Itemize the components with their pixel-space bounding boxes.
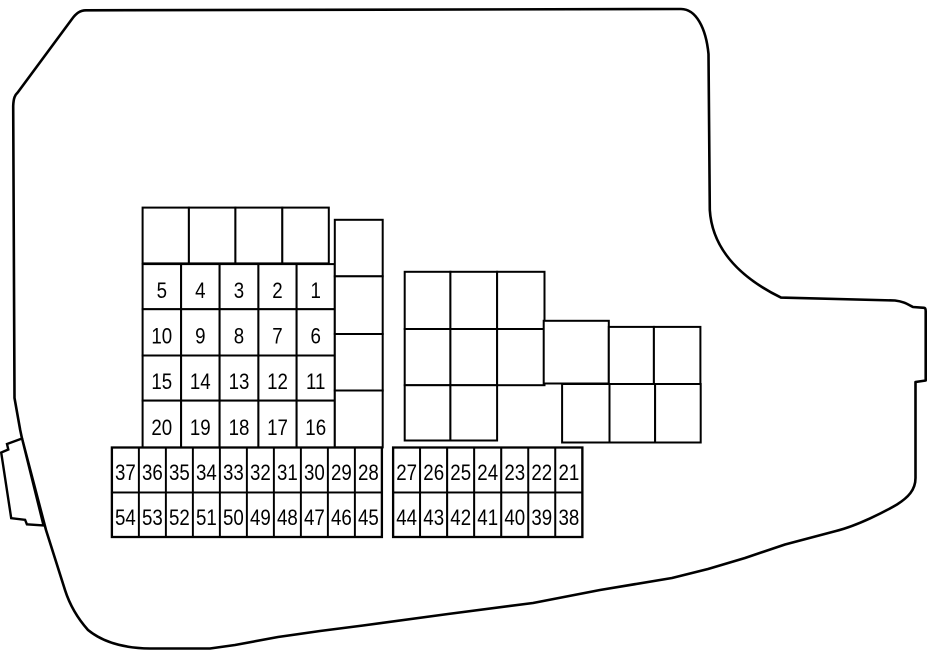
svg-text:18: 18: [229, 417, 250, 441]
svg-text:42: 42: [450, 506, 471, 530]
svg-text:11: 11: [306, 371, 325, 395]
svg-text:17: 17: [267, 417, 288, 441]
svg-text:36: 36: [142, 462, 163, 486]
svg-text:44: 44: [396, 506, 417, 530]
svg-text:23: 23: [504, 462, 525, 486]
svg-text:30: 30: [304, 462, 325, 486]
svg-text:4: 4: [195, 279, 205, 303]
svg-text:25: 25: [450, 462, 471, 486]
svg-text:27: 27: [396, 462, 417, 486]
svg-text:9: 9: [195, 325, 205, 349]
svg-text:5: 5: [157, 279, 167, 303]
svg-text:8: 8: [234, 325, 244, 349]
svg-text:21: 21: [559, 462, 580, 486]
svg-text:45: 45: [358, 506, 379, 530]
svg-text:29: 29: [331, 462, 352, 486]
svg-text:32: 32: [250, 462, 271, 486]
svg-text:15: 15: [151, 371, 172, 395]
svg-text:12: 12: [267, 371, 288, 395]
svg-text:1: 1: [310, 279, 320, 303]
svg-text:14: 14: [190, 371, 211, 395]
svg-text:35: 35: [169, 462, 190, 486]
svg-text:48: 48: [277, 506, 298, 530]
svg-text:54: 54: [115, 506, 136, 530]
svg-text:16: 16: [305, 417, 326, 441]
svg-text:20: 20: [151, 417, 172, 441]
svg-text:37: 37: [115, 462, 136, 486]
svg-text:10: 10: [151, 325, 172, 349]
svg-text:46: 46: [331, 506, 352, 530]
svg-text:39: 39: [531, 506, 552, 530]
svg-text:19: 19: [190, 417, 211, 441]
svg-text:38: 38: [559, 506, 580, 530]
svg-text:34: 34: [196, 462, 217, 486]
svg-text:51: 51: [196, 506, 217, 530]
svg-text:40: 40: [504, 506, 525, 530]
svg-text:6: 6: [310, 325, 320, 349]
svg-text:3: 3: [234, 279, 244, 303]
svg-text:41: 41: [477, 506, 498, 530]
svg-text:33: 33: [223, 462, 244, 486]
svg-text:49: 49: [250, 506, 271, 530]
svg-text:7: 7: [272, 325, 282, 349]
svg-text:28: 28: [358, 462, 379, 486]
svg-text:31: 31: [277, 462, 298, 486]
svg-text:22: 22: [531, 462, 552, 486]
svg-text:2: 2: [272, 279, 282, 303]
svg-text:26: 26: [423, 462, 444, 486]
svg-text:50: 50: [223, 506, 244, 530]
svg-text:47: 47: [304, 506, 325, 530]
svg-text:53: 53: [142, 506, 163, 530]
svg-text:43: 43: [423, 506, 444, 530]
svg-text:24: 24: [477, 462, 498, 486]
svg-text:13: 13: [229, 371, 250, 395]
svg-text:52: 52: [169, 506, 190, 530]
